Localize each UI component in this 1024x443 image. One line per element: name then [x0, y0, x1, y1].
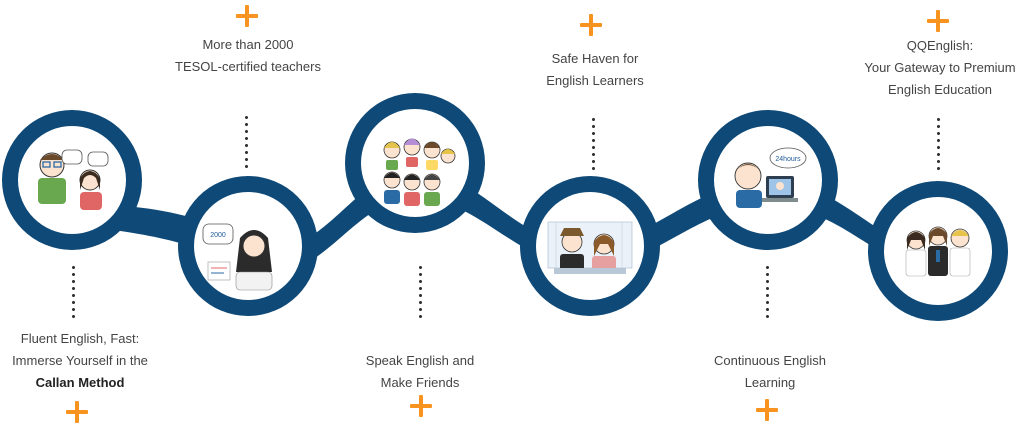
group-of-people-illustration	[383, 138, 456, 206]
step-4-line-1: Safe Haven for	[551, 51, 639, 66]
plus-icon-2	[236, 5, 258, 27]
step-4-caption: Safe Haven for English Learners	[520, 48, 670, 92]
plus-icon-1	[66, 401, 88, 423]
step-4-line-2: English Learners	[546, 73, 644, 88]
step-3-caption: Speak English and Make Friends	[340, 350, 500, 394]
bubble-24hours-text: 24hours	[775, 156, 801, 163]
step-1-line-1: Fluent English, Fast:	[20, 331, 140, 346]
step-1-caption: Fluent English, Fast: Immerse Yourself i…	[0, 328, 160, 394]
step-5-caption: Continuous English Learning	[690, 350, 850, 394]
disc-1	[18, 126, 126, 234]
dotted-connector-1	[72, 264, 75, 318]
step-2-caption: More than 2000 TESOL-certified teachers	[158, 34, 338, 78]
plus-icon-3	[410, 395, 432, 417]
plus-icon-4	[580, 14, 602, 36]
step-3-line-1: Speak English and	[365, 353, 475, 368]
step-5-line-2: Learning	[744, 375, 796, 390]
couple-in-office-illustration	[547, 221, 633, 274]
step-6-line-1: QQEnglish:	[906, 38, 974, 53]
step-5-line-1: Continuous English	[713, 353, 827, 368]
step-6-line-3: English Education	[887, 82, 993, 97]
step-6-caption: QQEnglish: Your Gateway to Premium Engli…	[858, 35, 1022, 101]
step-6-line-2: Your Gateway to Premium	[864, 60, 1016, 75]
plus-icon-5	[756, 399, 778, 421]
teacher-and-student-illustration	[38, 149, 109, 210]
step-1-bold-line: Callan Method	[35, 375, 125, 390]
online-24-hours-illustration: 24hours	[734, 147, 807, 208]
dotted-connector-3	[419, 264, 422, 318]
dotted-connector-4	[592, 116, 595, 170]
step-3-line-2: Make Friends	[380, 375, 460, 390]
step-2-line-2: TESOL-certified teachers	[175, 59, 321, 74]
teacher-2000-illustration: 2000	[202, 223, 273, 291]
dotted-connector-6	[937, 116, 940, 170]
dotted-connector-5	[766, 264, 769, 318]
bubble-2000-text: 2000	[210, 232, 226, 239]
step-1-line-2: Immerse Yourself in the	[12, 353, 148, 368]
plus-icon-6	[927, 10, 949, 32]
three-teachers-illustration	[905, 226, 971, 277]
dotted-connector-2	[245, 114, 248, 168]
step-2-line-1: More than 2000	[202, 37, 294, 52]
